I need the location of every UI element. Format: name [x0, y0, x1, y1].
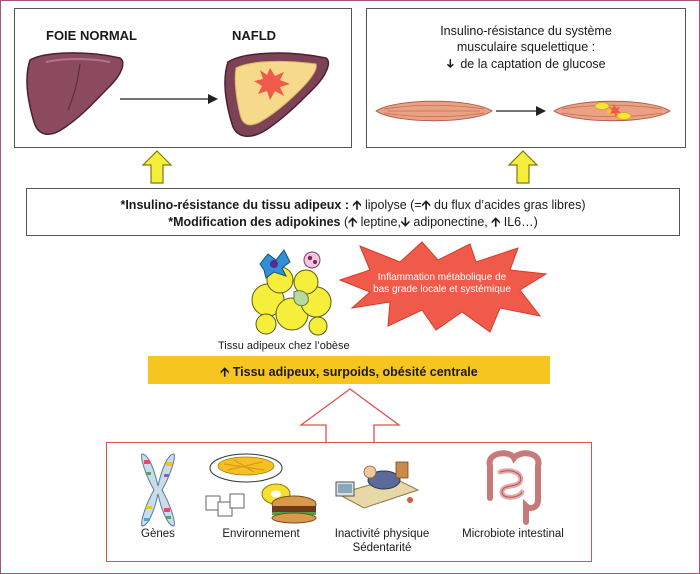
obese-adipose-tissue-illustration: [251, 249, 332, 336]
up-arrow-icon: 🡩: [348, 215, 358, 229]
up-arrow-icon: 🡩: [491, 215, 501, 229]
intestine-icon: [486, 450, 542, 525]
adipose-caption: Tissu adipeux chez l’obèse: [218, 340, 350, 352]
normal-liver-illustration: [26, 52, 124, 135]
obesity-bar-text: 🡩 Tissu adipeux, surpoids, obésité centr…: [220, 365, 478, 379]
cause-label-environment: Environnement: [222, 528, 300, 540]
inflammation-label-line-1: Inflammation métabolique de: [377, 272, 507, 283]
muscle-panel: [366, 8, 686, 148]
fatty-muscle-illustration: [553, 100, 671, 122]
inflammation-label-line-2: bas grade locale et systémique: [373, 284, 511, 295]
normal-muscle-illustration: [375, 100, 493, 122]
normal-liver-label: FOIE NORMAL: [46, 28, 137, 43]
fatty-liver-illustration: [224, 52, 330, 137]
cause-label-physical-inactivity: Inactivité physique: [334, 528, 430, 540]
sedentary-person-icon: [335, 461, 420, 509]
cause-label-genes: Gènes: [141, 528, 175, 540]
fast-food-icon: [205, 453, 317, 524]
adipose-line-1: *Insulino-résistance du tissu adipeux : …: [120, 198, 586, 212]
muscle-process-arrow: [496, 106, 546, 116]
muscle-title-line-2: musculaire squelettique :: [456, 40, 596, 54]
adipose-dysfunction-box: [26, 188, 680, 236]
adipose-line-2: *Modification des adipokines (🡩 leptine,…: [168, 215, 538, 229]
cause-label-sedentarity: Sédentarité: [352, 542, 412, 554]
yellow-up-arrow-right: [507, 150, 539, 184]
yellow-up-arrow-left: [141, 150, 173, 184]
nafld-label: NAFLD: [232, 28, 277, 43]
obesity-bar: [148, 356, 550, 384]
up-arrow-icon: 🡩: [421, 198, 431, 212]
up-arrow-icon: 🡩: [220, 365, 230, 379]
outline-up-arrow: [299, 388, 401, 444]
muscle-title-line-1: Insulino-résistance du système: [440, 24, 612, 38]
up-arrow-icon: 🡩: [352, 198, 362, 212]
down-arrow-icon: 🡫: [400, 215, 410, 229]
muscle-title-line-3: ➜ de la captation de glucose: [444, 57, 606, 71]
cause-label-gut-microbiota: Microbiote intestinal: [462, 528, 564, 540]
process-arrow: [120, 94, 218, 104]
causes-panel: [106, 442, 592, 562]
chromosome-icon: [141, 453, 175, 527]
inflammation-starburst: [338, 241, 548, 333]
down-arrow-icon: ➜: [444, 58, 459, 69]
